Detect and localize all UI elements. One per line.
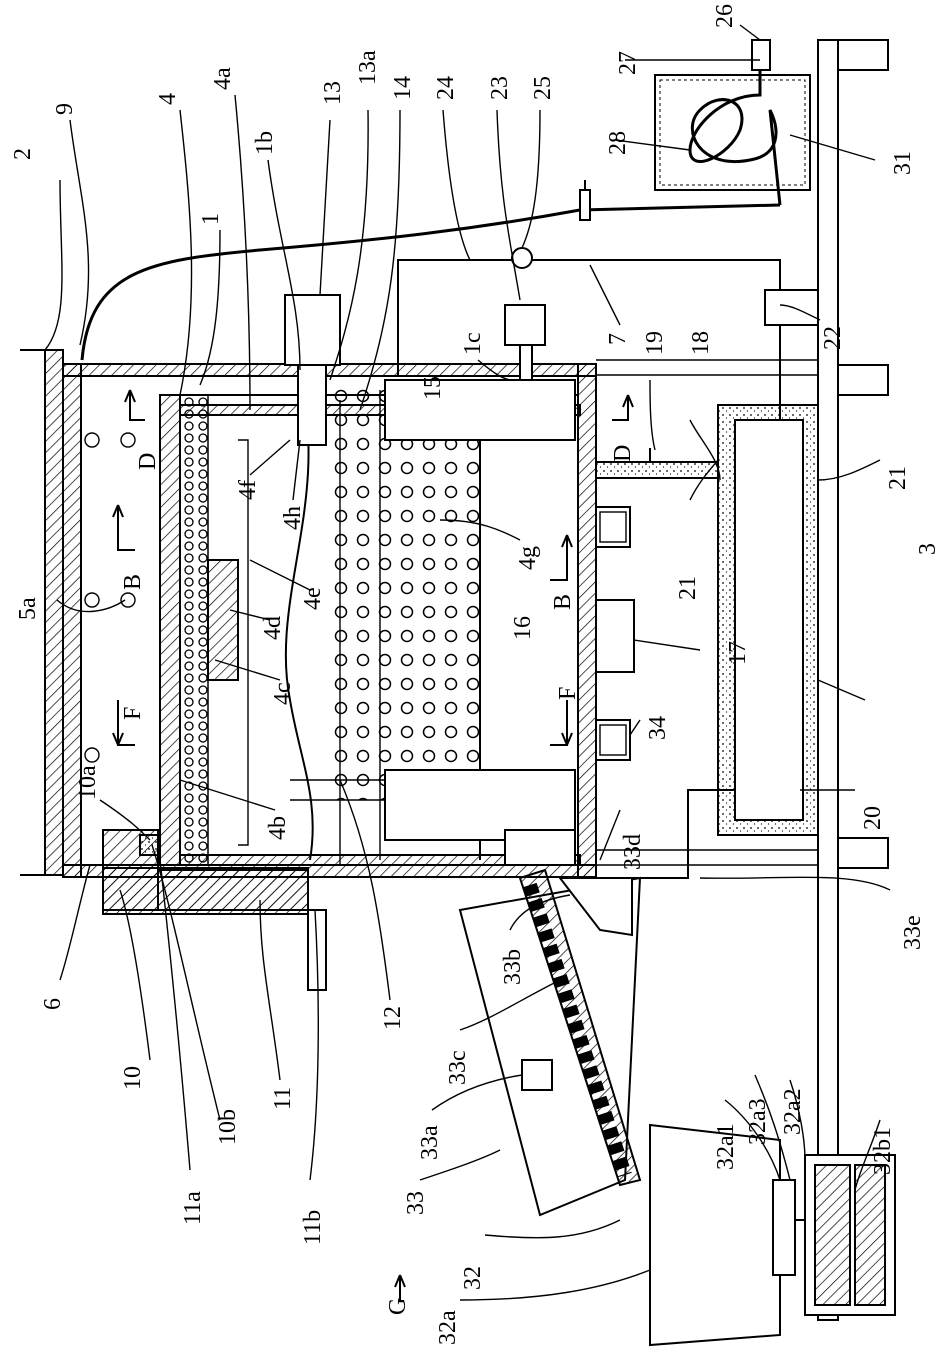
label-33b: 33b: [500, 949, 526, 985]
component-15: [385, 380, 575, 440]
label-7: 7: [605, 333, 631, 345]
label-21-right: 21: [885, 466, 911, 490]
label-33: 33: [403, 1191, 429, 1215]
label-11a: 11a: [180, 1191, 206, 1225]
label-4: 4: [155, 93, 181, 105]
label-16: 16: [510, 616, 536, 640]
label-19: 19: [642, 331, 668, 355]
label-25: 25: [530, 76, 556, 100]
label-23: 23: [487, 76, 513, 100]
label-15: 15: [420, 376, 446, 400]
label-1c: 1c: [460, 332, 486, 355]
label-4h: 4h: [280, 506, 306, 530]
label-10a: 10a: [75, 765, 101, 800]
lid-2: [45, 350, 63, 875]
label-1: 1: [198, 213, 224, 225]
label-11b: 11b: [300, 1210, 326, 1245]
hose-9: [82, 180, 780, 360]
label-33d: 33d: [620, 834, 646, 870]
label-28: 28: [605, 131, 631, 155]
part-17: [596, 507, 634, 760]
label-3: 3: [915, 543, 937, 555]
label-12: 12: [380, 1006, 406, 1030]
label-F-right: F: [555, 687, 581, 700]
label-32b1: 32b1: [870, 1127, 896, 1175]
label-5a: 5a: [15, 597, 41, 620]
label-11: 11: [270, 1087, 296, 1110]
label-F-left: F: [120, 707, 146, 720]
label-33c: 33c: [445, 1050, 471, 1085]
label-4a: 4a: [210, 67, 236, 90]
label-13a: 13a: [355, 50, 381, 85]
label-2: 2: [10, 148, 36, 160]
label-D-right: D: [610, 445, 636, 462]
label-1b: 1b: [252, 131, 278, 155]
label-22: 22: [820, 326, 846, 350]
label-33a: 33a: [417, 1125, 443, 1160]
label-4f: 4f: [235, 480, 261, 500]
label-31: 31: [890, 151, 916, 175]
label-21-mid: 21: [675, 576, 701, 600]
label-4c: 4c: [270, 682, 296, 705]
label-13: 13: [320, 81, 346, 105]
conveyor-33: [460, 870, 640, 1215]
label-32a2: 32a2: [780, 1088, 806, 1135]
label-D-left: D: [135, 453, 161, 470]
label-4e: 4e: [300, 587, 326, 610]
label-B-right: B: [550, 594, 576, 610]
label-4g: 4g: [515, 546, 541, 570]
label-32a: 32a: [435, 1310, 461, 1345]
label-32a1: 32a1: [713, 1123, 739, 1170]
label-10b: 10b: [215, 1109, 241, 1145]
label-34: 34: [645, 716, 671, 740]
label-4b: 4b: [265, 816, 291, 840]
label-9: 9: [52, 103, 78, 115]
label-17: 17: [725, 641, 751, 665]
label-32: 32: [460, 1266, 486, 1290]
label-4d: 4d: [260, 616, 286, 640]
heat-exchanger-31: [655, 40, 810, 205]
label-18: 18: [688, 331, 714, 355]
label-14: 14: [390, 76, 416, 100]
label-24: 24: [433, 76, 459, 100]
label-B-left: B: [120, 574, 146, 590]
label-32a3: 32a3: [745, 1098, 771, 1145]
label-20: 20: [860, 806, 886, 830]
base-11: [103, 868, 326, 990]
tank-20: [718, 405, 818, 835]
label-27: 27: [615, 51, 641, 75]
label-33e: 33e: [900, 915, 926, 950]
label-10: 10: [120, 1066, 146, 1090]
device-32a: [773, 1155, 895, 1315]
label-26: 26: [712, 4, 738, 28]
label-G: G: [385, 1298, 411, 1315]
label-6: 6: [40, 998, 66, 1010]
